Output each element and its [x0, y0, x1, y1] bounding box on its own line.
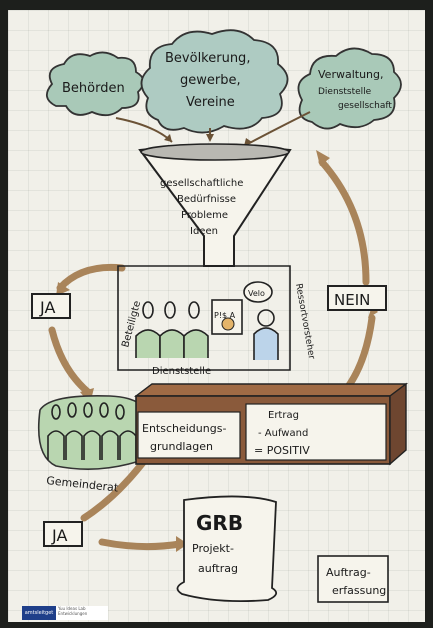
entscheidung-line2: grundlagen: [150, 440, 213, 453]
footer-text: Yuu Ideas Lab Entwicklungen: [58, 606, 87, 616]
decision-box-top: [133, 383, 409, 397]
grb-line2: auftrag: [198, 562, 238, 575]
ja-bottom-box: [43, 521, 83, 547]
cloud-verwaltung-line3: gesellschaft: [338, 101, 392, 111]
funnel-line3: Probleme: [181, 210, 228, 221]
ertrag-panel: [245, 403, 387, 461]
ja-top-label: JA: [39, 298, 55, 317]
footer-line1: Yuu Ideas Lab: [58, 606, 86, 611]
entscheidung-line1: Entscheidungs-: [142, 422, 226, 435]
auftrag-line1: Auftrag-: [326, 566, 371, 579]
cloud-bevoelkerung: [140, 29, 289, 134]
grb-scroll: [176, 495, 278, 603]
ertrag-line2: - Aufwand: [258, 428, 308, 439]
cloud-behoerden-text: Behörden: [62, 81, 125, 96]
entscheidung-panel: [137, 411, 241, 459]
nein-label: NEIN: [334, 291, 370, 309]
cloud-verwaltung-line1: Verwaltung,: [318, 68, 384, 81]
scene-frame: [117, 265, 291, 371]
cloud-bevoelkerung-line1: Bevölkerung,: [165, 51, 250, 66]
cloud-verwaltung: [297, 47, 402, 130]
funnel-line4: Ideen: [190, 226, 218, 237]
auftrag-line2: erfassung: [332, 584, 386, 597]
footer-line2: Entwicklungen: [58, 611, 88, 616]
ja-bottom-label: JA: [51, 526, 67, 545]
funnel-line2: Bedürfnisse: [177, 194, 236, 205]
funnel-line1: gesellschaftliche: [160, 178, 243, 189]
funnel-shape: [138, 145, 292, 267]
footer-logo-strip: amtsleitget Yuu Ideas Lab Entwicklungen: [22, 606, 108, 620]
auftrag-box: [317, 555, 389, 603]
funnel-top: [140, 143, 290, 161]
cloud-behoerden: [46, 51, 145, 117]
ja-top-box: [31, 293, 71, 319]
scene-people: [135, 301, 279, 360]
ertrag-line1: Ertrag: [268, 410, 299, 421]
speech-bubble-text: Velo: [248, 289, 265, 298]
brand-logo: amtsleitget: [22, 606, 56, 620]
grb-title: GRB: [196, 511, 243, 535]
ertrag-line3: = POSITIV: [254, 444, 310, 457]
gemeinderat-people: [47, 402, 137, 460]
grb-line1: Projekt-: [192, 542, 234, 555]
scene-ressortvorsteher: Ressortvorsteher: [293, 283, 316, 361]
nein-box: [327, 285, 387, 311]
scene-board-text: P!$ A: [214, 311, 236, 320]
cloud-bevoelkerung-line2: gewerbe,: [180, 73, 241, 88]
scene-dienststelle: Dienststelle: [152, 366, 211, 377]
speech-bubble: [243, 281, 273, 303]
cloud-verwaltung-line2: Dienststelle: [318, 87, 372, 97]
cloud-bevoelkerung-line3: Vereine: [186, 95, 235, 110]
decision-box-side: [389, 382, 407, 466]
gemeinderat-label: Gemeinderat: [46, 474, 120, 495]
